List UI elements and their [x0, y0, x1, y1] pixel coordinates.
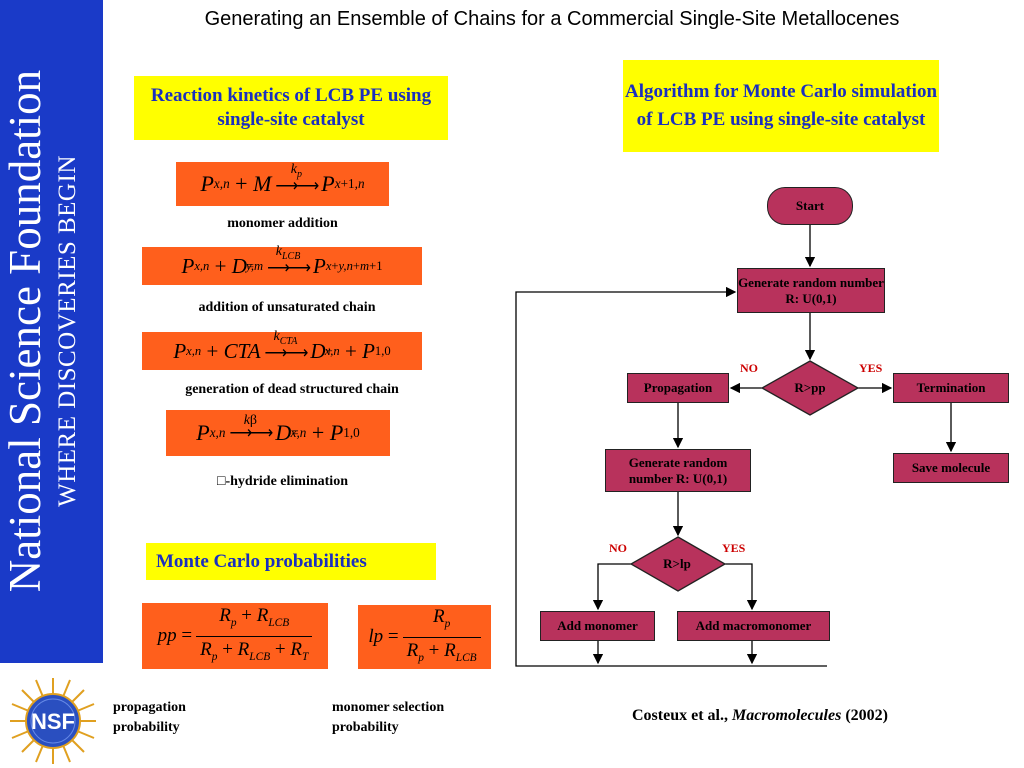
pp-label: propagation probability: [113, 700, 186, 735]
nsf-logo: NSF: [10, 678, 96, 764]
add-monomer-node: Add monomer: [540, 611, 655, 641]
kinetics-heading: Reaction kinetics of LCB PE using single…: [134, 76, 448, 140]
start-node: Start: [767, 187, 853, 225]
caption-monomer-addition: monomer addition: [227, 216, 338, 231]
save-molecule-node: Save molecule: [893, 453, 1009, 483]
arrow-no-add-monomer: [592, 563, 631, 611]
algorithm-heading: Algorithm for Monte Carlo simulation of …: [623, 60, 939, 152]
citation: Costeux et al., Macromolecules (2002): [632, 707, 888, 725]
propagation-node: Propagation: [627, 373, 729, 403]
termination-node: Termination: [893, 373, 1009, 403]
arrow-yes-add-macromonomer: [725, 563, 758, 611]
lp-label: monomer selection probability: [332, 700, 445, 735]
caption-hydride-elimination: □-hydride elimination: [217, 474, 348, 489]
decision-diamond-lp: [629, 536, 727, 592]
generate-random-node-2: Generate random number R: U(0,1): [605, 449, 751, 492]
citation-year: (2002): [845, 707, 888, 724]
nsf-banner: [0, 0, 103, 663]
no-label-1: NO: [740, 361, 758, 375]
monte-carlo-heading: Monte Carlo probabilities: [146, 543, 436, 580]
no-label-2: NO: [609, 541, 627, 555]
citation-journal: Macromolecules: [731, 707, 842, 724]
decision-pp-label: R>pp: [794, 380, 826, 395]
loop-back-arrow: [515, 286, 827, 667]
add-macromonomer-node: Add macromonomer: [677, 611, 830, 641]
decision-diamond-pp: [760, 360, 860, 416]
generate-random-node-1: Generate random number R: U(0,1): [737, 268, 885, 313]
svg-text:NSF: NSF: [31, 709, 75, 734]
citation-authors: Costeux et al.,: [632, 707, 728, 724]
pp-formula: pp = Rp + RLCB Rp + RLCB + RT: [142, 603, 328, 669]
slide-title: Generating an Ensemble of Chains for a C…: [204, 8, 900, 30]
decision-lp-label: R>lp: [663, 556, 691, 571]
yes-label-1: YES: [859, 361, 883, 375]
lp-formula: lp = Rp Rp + RLCB: [358, 605, 491, 669]
yes-label-2: YES: [722, 541, 746, 555]
caption-dead-chain: generation of dead structured chain: [185, 382, 399, 397]
caption-unsaturated-chain: addition of unsaturated chain: [198, 300, 376, 315]
